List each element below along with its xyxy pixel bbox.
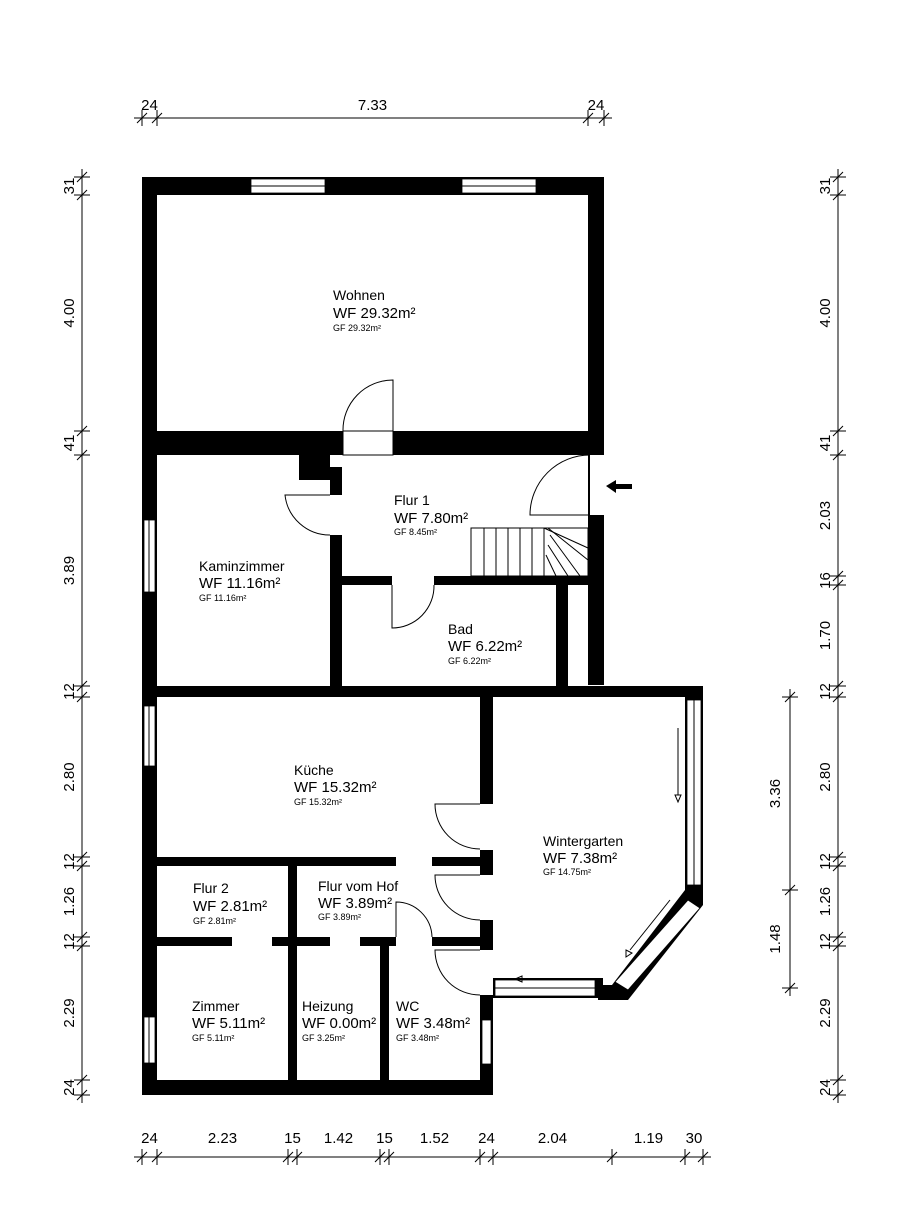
room-name: WC [396, 998, 419, 1014]
room-name: Flur 1 [394, 492, 430, 508]
dimension-label: 24 [61, 1079, 78, 1096]
dim-chain-bottom: 24 2.23 15 1.42 15 1.52 24 2.04 1.19 30 [134, 1130, 711, 1165]
dimension-label: 24 [141, 1130, 158, 1147]
room-gf: GF 3.89m² [318, 912, 361, 922]
room-wc: WC WF 3.48m² GF 3.48m² [396, 998, 470, 1043]
room-flur1: Flur 1 WF 7.80m² GF 8.45m² [394, 492, 468, 537]
windows [143, 178, 702, 1065]
room-name: Flur 2 [193, 880, 229, 896]
dimension-label: 1.19 [634, 1130, 663, 1147]
dimension-label: 41 [817, 435, 834, 452]
room-gf: GF 3.48m² [396, 1033, 439, 1043]
dimension-label: 4.00 [817, 298, 834, 327]
room-name: Wintergarten [543, 833, 623, 849]
room-gf: GF 5.11m² [192, 1033, 234, 1043]
doors [284, 379, 632, 996]
room-flur-vom-hof: Flur vom Hof WF 3.89m² GF 3.89m² [318, 878, 398, 922]
dimension-label: 12 [817, 683, 834, 700]
room-gf: GF 6.22m² [448, 656, 491, 666]
room-bad: Bad WF 6.22m² GF 6.22m² [448, 621, 522, 666]
dimension-label: 2.04 [538, 1130, 567, 1147]
room-wintergarten: Wintergarten WF 7.38m² GF 14.75m² [543, 833, 623, 877]
room-name: Kaminzimmer [199, 558, 285, 574]
room-gf: GF 2.81m² [193, 916, 236, 926]
dimension-label: 1.52 [420, 1130, 449, 1147]
entrance-arrow-icon [606, 480, 632, 493]
dim-chain-left: 31 4.00 41 3.89 12 2.80 12 1.26 12 2.29 24 [61, 169, 90, 1103]
dimension-label: 15 [284, 1130, 301, 1147]
dimension-label: 7.33 [358, 97, 387, 114]
dimension-label: 16 [817, 572, 834, 589]
room-name: Küche [294, 762, 334, 778]
dimension-label: 24 [817, 1079, 834, 1096]
room-gf: GF 29.32m² [333, 323, 381, 333]
dimension-label: 2.03 [817, 501, 834, 530]
dimension-label: 3.36 [767, 779, 784, 808]
dimension-label: 24 [478, 1130, 495, 1147]
dimension-label: 2.80 [817, 762, 834, 791]
dimension-label: 12 [817, 933, 834, 950]
room-name: Zimmer [192, 998, 240, 1014]
room-wf: WF 15.32m² [294, 779, 377, 796]
room-wf: WF 0.00m² [302, 1015, 376, 1032]
sliding-arrows [513, 728, 682, 983]
dimension-label: 12 [61, 683, 78, 700]
room-wohnen: Wohnen WF 29.32m² GF 29.32m² [333, 287, 416, 333]
dimension-label: 4.00 [61, 298, 78, 327]
room-gf: GF 3.25m² [302, 1033, 345, 1043]
stairs [470, 527, 589, 577]
dimension-label: 1.70 [817, 621, 834, 650]
dim-chain-right-inner: 3.36 1.48 [767, 689, 798, 996]
dimension-label: 1.26 [61, 887, 78, 916]
room-gf: GF 14.75m² [543, 867, 591, 877]
dimension-label: 2.29 [817, 998, 834, 1027]
room-wf: WF 6.22m² [448, 638, 522, 655]
dimension-label: 1.26 [817, 887, 834, 916]
dimension-label: 2.80 [61, 762, 78, 791]
room-name: Heizung [302, 998, 353, 1014]
room-gf: GF 11.16m² [199, 593, 246, 603]
room-zimmer: Zimmer WF 5.11m² GF 5.11m² [192, 998, 265, 1043]
room-kueche: Küche WF 15.32m² GF 15.32m² [294, 762, 377, 807]
room-wf: WF 3.48m² [396, 1015, 470, 1032]
dimension-label: 1.42 [324, 1130, 353, 1147]
dimension-label: 30 [686, 1130, 703, 1147]
room-wf: WF 29.32m² [333, 305, 416, 322]
dimension-label: 24 [588, 97, 605, 114]
dimension-label: 24 [141, 97, 158, 114]
room-wf: WF 2.81m² [193, 898, 267, 915]
dimension-label: 31 [817, 178, 834, 195]
room-wf: WF 11.16m² [199, 575, 280, 592]
dimension-label: 1.48 [767, 924, 784, 953]
dimension-label: 12 [61, 933, 78, 950]
dim-chain-top: 24 7.33 24 [134, 97, 612, 126]
room-name: Wohnen [333, 287, 385, 303]
dimension-label: 41 [61, 435, 78, 452]
room-heizung: Heizung WF 0.00m² GF 3.25m² [302, 998, 376, 1043]
room-kaminzimmer: Kaminzimmer WF 11.16m² GF 11.16m² [199, 558, 285, 603]
room-gf: GF 15.32m² [294, 797, 342, 807]
dimension-label: 3.89 [61, 556, 78, 585]
room-name: Bad [448, 621, 473, 637]
dimension-label: 12 [61, 853, 78, 870]
room-wf: WF 3.89m² [318, 895, 392, 912]
room-wf: WF 7.38m² [543, 850, 617, 867]
room-gf: GF 8.45m² [394, 527, 437, 537]
dimension-label: 31 [61, 178, 78, 195]
dimension-label: 2.29 [61, 998, 78, 1027]
room-name: Flur vom Hof [318, 878, 398, 894]
room-wf: WF 5.11m² [192, 1015, 265, 1032]
dim-chain-right: 31 4.00 41 2.03 16 1.70 12 2.80 12 1.26 12 2.29 24 [817, 169, 846, 1103]
dimension-label: 15 [376, 1130, 393, 1147]
walls [142, 177, 703, 1095]
room-flur2: Flur 2 WF 2.81m² GF 2.81m² [193, 880, 267, 926]
dimension-lines: 24 7.33 24 31 4.00 41 3.89 12 2.80 12 1.26 12 2.29 24… [61, 97, 846, 1165]
dimension-label: 12 [817, 853, 834, 870]
dimension-label: 2.23 [208, 1130, 237, 1147]
room-wf: WF 7.80m² [394, 510, 468, 527]
